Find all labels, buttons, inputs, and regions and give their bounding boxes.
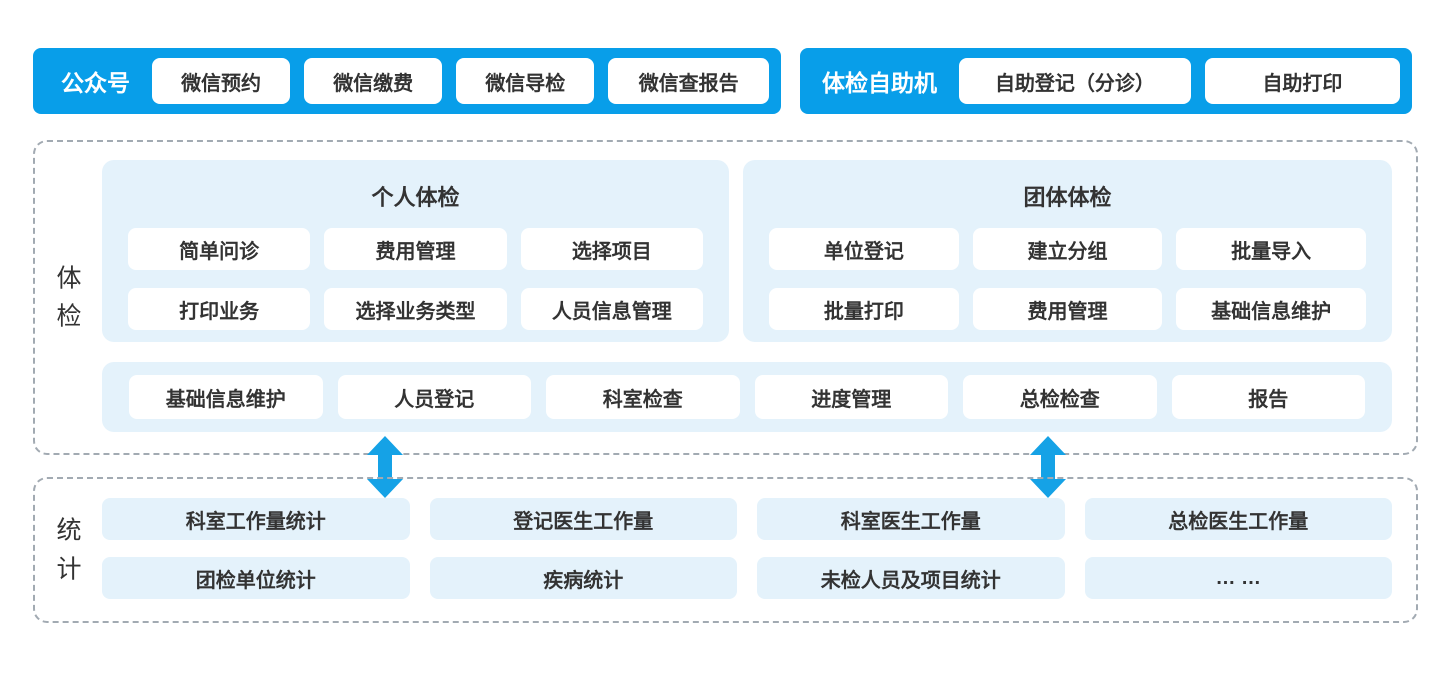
exam-section-label: 体检	[56, 263, 82, 331]
feature-pill: 简单问诊	[128, 228, 311, 270]
kiosk-bar: 体检自助机 自助登记（分诊） 自助打印	[800, 48, 1412, 114]
stat-item-more: … …	[1084, 557, 1392, 599]
stats-grid: 科室工作量统计 登记医生工作量 科室医生工作量 总检医生工作量 团检单位统计 疾…	[102, 498, 1392, 599]
wechat-button-report: 微信查报告	[608, 58, 770, 104]
double-arrow-icon	[1028, 436, 1068, 498]
exam-section: 体检 个人体检 简单问诊 费用管理 选择项目 打印业务 选择业务类型 人员信息管…	[33, 140, 1418, 455]
workflow-item-report: 报告	[1171, 375, 1365, 419]
feature-pill: 人员信息管理	[520, 288, 703, 330]
workflow-item-final-check: 总检检查	[963, 375, 1157, 419]
workflow-item-base-info: 基础信息维护	[129, 375, 323, 419]
personal-exam-panel: 个人体检 简单问诊 费用管理 选择项目 打印业务 选择业务类型 人员信息管理	[102, 160, 729, 342]
workflow-item-dept-check: 科室检查	[546, 375, 740, 419]
group-exam-grid: 单位登记 建立分组 批量导入 批量打印 费用管理 基础信息维护	[743, 212, 1392, 330]
group-exam-panel: 团体体检 单位登记 建立分组 批量导入 批量打印 费用管理 基础信息维护	[743, 160, 1392, 342]
kiosk-bar-label: 体检自助机	[822, 70, 937, 96]
kiosk-button-register: 自助登记（分诊）	[959, 58, 1191, 104]
feature-pill: 费用管理	[324, 228, 507, 270]
wechat-bar-label: 公众号	[61, 70, 130, 96]
feature-pill: 选择业务类型	[324, 288, 507, 330]
feature-pill: 批量导入	[1176, 228, 1366, 270]
personal-exam-title: 个人体检	[371, 185, 460, 210]
wechat-button-booking: 微信预约	[152, 58, 291, 104]
double-arrow-icon	[365, 436, 405, 498]
wechat-bar: 公众号 微信预约 微信缴费 微信导检 微信查报告	[33, 48, 781, 114]
stat-item-register-doctor-workload: 登记医生工作量	[429, 498, 737, 540]
feature-pill: 建立分组	[972, 228, 1163, 270]
feature-pill: 费用管理	[972, 288, 1163, 330]
feature-pill: 基础信息维护	[1176, 288, 1366, 330]
feature-pill: 选择项目	[520, 228, 703, 270]
wechat-button-payment: 微信缴费	[304, 58, 443, 104]
kiosk-button-print: 自助打印	[1204, 58, 1400, 104]
workflow-item-register: 人员登记	[337, 375, 531, 419]
wechat-button-guide: 微信导检	[456, 58, 595, 104]
stat-item-disease: 疾病统计	[429, 557, 737, 599]
feature-pill: 单位登记	[769, 228, 959, 270]
stat-item-final-doctor-workload: 总检医生工作量	[1084, 498, 1392, 540]
feature-pill: 打印业务	[128, 288, 311, 330]
personal-exam-grid: 简单问诊 费用管理 选择项目 打印业务 选择业务类型 人员信息管理	[102, 212, 729, 330]
workflow-item-progress: 进度管理	[754, 375, 948, 419]
stat-item-dept-doctor-workload: 科室医生工作量	[757, 498, 1065, 540]
stat-item-unexamined: 未检人员及项目统计	[757, 557, 1065, 599]
workflow-strip: 基础信息维护 人员登记 科室检查 进度管理 总检检查 报告	[102, 362, 1392, 432]
stat-item-dept-workload: 科室工作量统计	[102, 498, 410, 540]
stats-section-label: 统计	[56, 516, 82, 583]
feature-pill: 批量打印	[769, 288, 959, 330]
stats-section: 统计 科室工作量统计 登记医生工作量 科室医生工作量 总检医生工作量 团检单位统…	[33, 477, 1418, 623]
group-exam-title: 团体体检	[1023, 185, 1112, 210]
stat-item-group-unit: 团检单位统计	[102, 557, 410, 599]
